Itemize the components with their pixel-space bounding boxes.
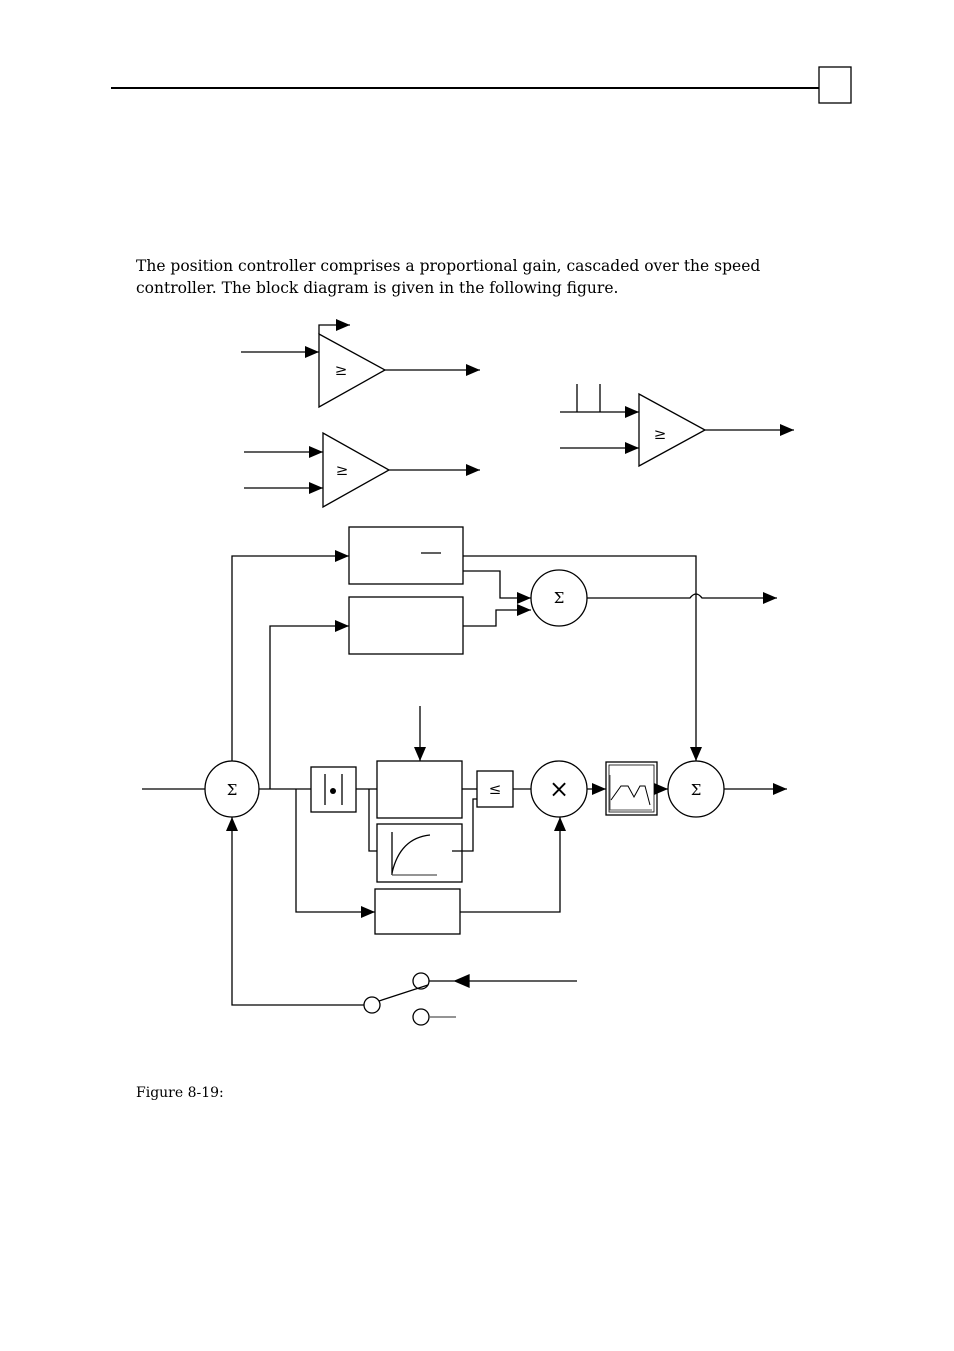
block-b	[348, 596, 464, 655]
header-tab-box	[818, 66, 852, 104]
sum-output-symbol: Σ	[691, 781, 702, 799]
block-a	[348, 526, 464, 585]
sum-upper-symbol: Σ	[554, 589, 565, 607]
comparator-1-symbol: ≥	[335, 361, 348, 379]
body-paragraph: The position controller comprises a prop…	[136, 257, 761, 297]
block-d	[374, 888, 461, 935]
figure-caption: Figure 8-19:	[136, 1085, 224, 1101]
comparator-2	[244, 431, 480, 509]
comparator-3	[560, 384, 794, 468]
limiter-symbol: ≤	[489, 780, 502, 798]
comparator-3-symbol: ≥	[654, 425, 667, 443]
abs-dot-icon	[330, 788, 336, 794]
feedback-switch	[363, 972, 577, 1026]
ramp-block	[376, 823, 463, 883]
comparator-1	[241, 319, 480, 409]
diagram-symbols: ≥ ≥ ≥ Σ Σ Σ ≤ ×	[227, 361, 702, 803]
multiply-symbol: ×	[549, 775, 569, 803]
filter-block	[605, 761, 658, 816]
block-c	[376, 760, 463, 819]
sum-main-symbol: Σ	[227, 781, 238, 799]
comparator-2-symbol: ≥	[336, 461, 349, 479]
